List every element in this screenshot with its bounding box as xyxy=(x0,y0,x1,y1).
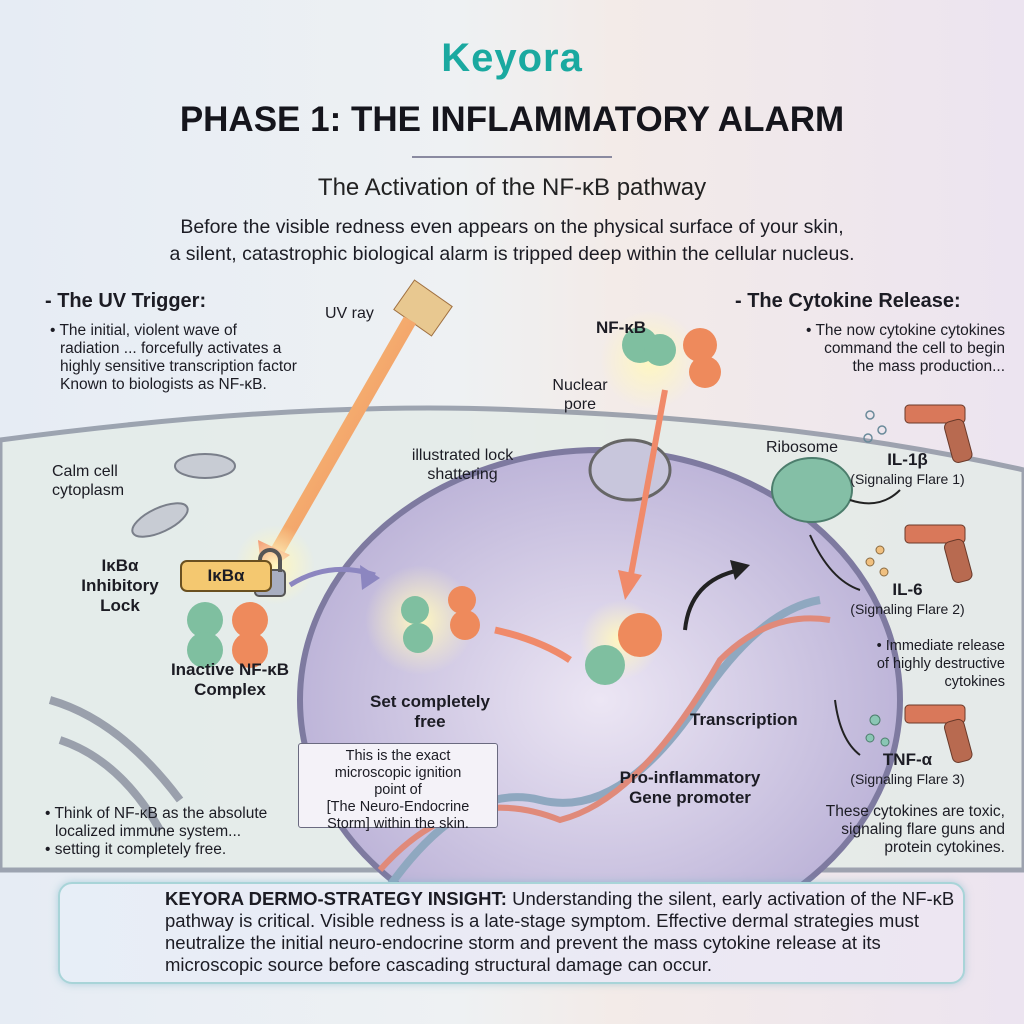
nuclear-pore-icon xyxy=(588,438,672,502)
insight-body: Understanding the silent, early activati… xyxy=(165,888,955,975)
er-icon xyxy=(48,696,184,832)
insight-label: KEYORA DERMO-STRATEGY INSIGHT: xyxy=(165,888,507,909)
text-line: Inactive NF-κB xyxy=(170,660,290,679)
transcription-label: Transcription xyxy=(690,710,798,729)
flare-gun-icon xyxy=(904,524,973,583)
text-line: radiation ... forcefully activates a xyxy=(60,340,282,357)
insight-text: KEYORA DERMO-STRATEGY INSIGHT: Understan… xyxy=(165,888,955,976)
text-line: the mass production... xyxy=(852,358,1006,375)
insight-box xyxy=(58,882,965,984)
text-line: free xyxy=(414,712,446,731)
text-line: of highly destructive xyxy=(876,656,1005,672)
lock-shattering-label: illustrated lock shattering xyxy=(395,446,530,484)
text-line: cytokines xyxy=(944,674,1005,690)
flare-gun-icon xyxy=(904,704,973,763)
intro-text: Before the visible redness even appears … xyxy=(0,214,1024,268)
text-line: This is the exact xyxy=(345,748,451,764)
cytokine-sub: (Signaling Flare 3) xyxy=(850,771,965,787)
organelle-icon xyxy=(174,453,236,479)
flare-gun-icon xyxy=(904,404,973,463)
text-line: • Immediate release xyxy=(876,638,1005,654)
text-line: Complex xyxy=(194,680,266,699)
cytokine-tnfa: TNF-α (Signaling Flare 3) xyxy=(845,750,970,788)
nfkb-notes: • Think of NF-κB as the absolute localiz… xyxy=(45,805,267,859)
text-line: Calm cell xyxy=(52,463,118,480)
text-line: Lock xyxy=(100,596,140,615)
intro-line: Before the visible redness even appears … xyxy=(180,216,844,238)
text-line: Pro-inflammatory xyxy=(619,768,761,787)
page-title: PHASE 1: THE INFLAMMATORY ALARM xyxy=(179,100,845,139)
text-line: signaling flare guns and xyxy=(841,821,1005,838)
cytokine-il1b: IL-1β (Signaling Flare 1) xyxy=(845,450,970,488)
organelle-icon xyxy=(131,502,189,538)
cytokine-release-heading: - The Cytokine Release: xyxy=(735,290,961,312)
uv-ray-label: UV ray xyxy=(325,305,374,322)
text-line: Storm] within the skin. xyxy=(327,816,469,832)
text-line: [The Neuro-Endocrine xyxy=(326,799,470,815)
il6-note: • Immediate release of highly destructive… xyxy=(800,637,1005,691)
title-divider xyxy=(412,156,612,158)
cytokine-name: TNF-α xyxy=(882,750,933,769)
text-line: protein cytokines. xyxy=(884,839,1005,856)
cytokine-name: IL-1β xyxy=(887,450,928,469)
ribosome-label: Ribosome xyxy=(766,439,839,456)
text-line: Inhibitory xyxy=(81,576,159,595)
cytokine-sub: (Signaling Flare 1) xyxy=(850,471,965,487)
text-line: pore xyxy=(563,396,597,413)
text-line: • The initial, violent wave of xyxy=(50,322,237,339)
text-line: • setting it completely free. xyxy=(45,841,227,858)
text-line: point of xyxy=(374,782,422,798)
ribosome-icon xyxy=(771,457,853,523)
text-line: Set completely xyxy=(370,692,490,711)
text-line: Gene promoter xyxy=(629,788,751,807)
cytokine-name: IL-6 xyxy=(892,580,923,599)
text-line: illustrated lock xyxy=(411,447,514,464)
text-line: • Think of NF-κB as the absolute xyxy=(45,805,268,822)
text-line: cytoplasm xyxy=(52,482,125,499)
text-line: highly sensitive transcription factor xyxy=(60,358,297,375)
text-line: Known to biologists as NF-κB. xyxy=(60,376,267,393)
uv-ray-icon xyxy=(268,316,417,559)
text-line: These cytokines are toxic, xyxy=(825,803,1005,820)
text-line: microscopic ignition xyxy=(334,765,462,781)
cytokines-closing: These cytokines are toxic,signaling flar… xyxy=(760,803,1005,857)
brand-logo: Keyora xyxy=(441,36,583,80)
text-line: Nuclear xyxy=(552,377,608,394)
text-line: localized immune system... xyxy=(55,823,242,840)
text-line: command the cell to begin xyxy=(824,340,1005,357)
intro-line: a silent, catastrophic biological alarm … xyxy=(169,243,855,265)
text-line: • The now cytokine cytokines xyxy=(806,322,1005,339)
uv-trigger-text: • The initial, violent wave of radiation… xyxy=(50,322,297,394)
nfkb-label: NF-κB xyxy=(596,318,647,337)
nuclear-pore-label: Nuclear pore xyxy=(545,376,615,414)
cytokine-sub: (Signaling Flare 2) xyxy=(850,601,965,617)
page-subtitle: The Activation of the NF-κB pathway xyxy=(317,174,707,201)
cytoplasm-label: Calm cell cytoplasm xyxy=(52,462,124,500)
cytokine-il6: IL-6 (Signaling Flare 2) xyxy=(845,580,970,618)
text-line: IκBα xyxy=(101,556,139,575)
ikba-protein: IκBα xyxy=(180,560,272,592)
uv-trigger-heading: - The UV Trigger: xyxy=(45,290,207,312)
text-line: shattering xyxy=(427,466,498,483)
